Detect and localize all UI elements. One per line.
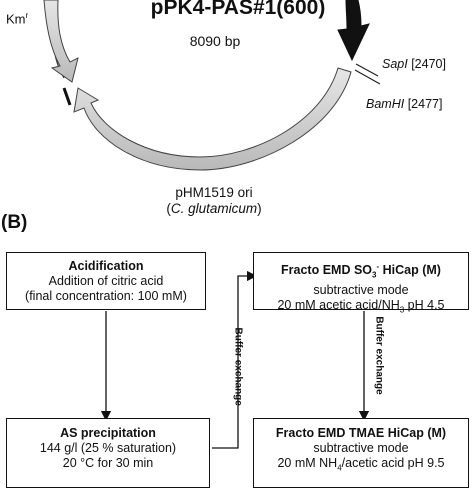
sapi-site-label: SapI [2470]: [382, 57, 446, 71]
fracto-so3-line-1: subtractive mode: [313, 282, 409, 297]
ori-label: pHM1519 ori: [175, 185, 253, 200]
flow-connectors: [100, 270, 370, 449]
fracto-tmae-title: Fracto EMD TMAE HiCap (M): [275, 426, 447, 440]
bamhi-site-line: [354, 69, 381, 85]
fracto-tmae-line-2: 20 mM NH4/acetic acid pH 9.5: [277, 456, 445, 473]
panel-b-label: (B): [1, 212, 28, 233]
bamhi-site-label: BamHI [2477]: [366, 97, 443, 111]
acidification-line-1: Addition of citric acid: [48, 274, 164, 288]
as-precipitation-box: AS precipitation 144 g/l (25 % saturatio…: [6, 418, 210, 488]
arrow-as-to-so3: [212, 270, 258, 449]
as-precipitation-title: AS precipitation: [60, 426, 156, 440]
fracto-tmae-box: Fracto EMD TMAE HiCap (M) subtractive mo…: [253, 418, 469, 488]
plasmid-map: [43, 0, 381, 171]
plasmid-size: 8090 bp: [189, 33, 241, 49]
plasmid-backbone-mark: [62, 87, 72, 106]
as-precipitation-line-1: 144 g/l (25 % saturation): [39, 441, 177, 455]
fracto-so3-line-2: 20 mM acetic acid/NH3 pH 4.5: [277, 297, 445, 315]
sapi-site-line: [355, 63, 379, 77]
buffer-exchange-right-label: Buffer exchange: [373, 316, 385, 395]
km-resistance-arrow: [43, 0, 79, 83]
acidification-title: Acidification: [68, 259, 144, 273]
km-resistance-label: Kmr: [6, 11, 29, 27]
ori-host-label: (C. glutamicum): [166, 201, 262, 216]
fracto-tmae-line-1: subtractive mode: [313, 441, 409, 455]
plasmid-name: pPK4-PAS#1(600): [150, 0, 326, 19]
fracto-so3-title: Fracto EMD SO3- HiCap (M): [281, 262, 441, 280]
pas-insert-arrow: [337, 0, 370, 62]
acidification-box: Acidification Addition of citric acid (f…: [6, 252, 206, 310]
buffer-exchange-left-label: Buffer exchange: [232, 327, 244, 406]
acidification-line-2: (final concentration: 100 mM): [25, 289, 187, 303]
ori-arrow: [73, 67, 352, 171]
fracto-so3-box: Fracto EMD SO3- HiCap (M) subtractive mo…: [253, 252, 469, 314]
as-precipitation-line-2: 20 °C for 30 min: [62, 456, 154, 470]
